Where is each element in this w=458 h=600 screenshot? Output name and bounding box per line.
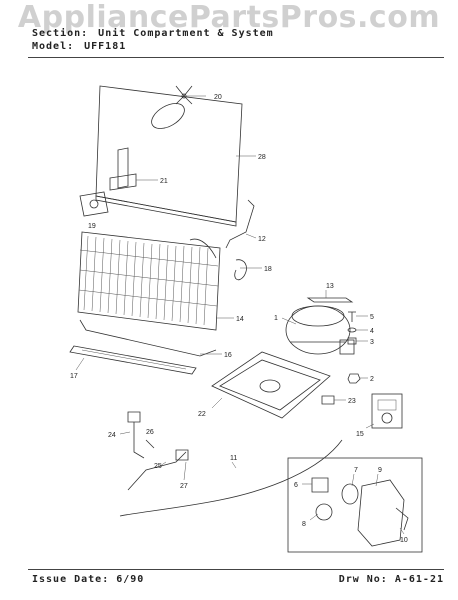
callout-15: 15 — [356, 431, 364, 438]
callout-5: 5 — [370, 314, 374, 321]
callout-1: 1 — [274, 315, 278, 322]
callout-27: 27 — [180, 483, 188, 490]
callout-20: 20 — [214, 94, 222, 101]
pan-bracket — [321, 395, 335, 405]
model-label: Model: — [32, 41, 75, 52]
mounting-hardware — [347, 311, 357, 345]
issue-date: Issue Date: 6/90 — [32, 574, 145, 585]
wiring-harness — [189, 238, 247, 281]
cord-set — [127, 449, 189, 491]
header-rule — [28, 57, 444, 58]
footer-rule — [28, 569, 444, 570]
callout-3: 3 — [370, 339, 374, 346]
callout-8: 8 — [302, 521, 306, 528]
callout-11: 11 — [230, 455, 237, 462]
compressor — [285, 305, 355, 355]
defrost-timer-inset — [287, 457, 423, 553]
drain-tube — [225, 199, 255, 249]
callout-10: 10 — [400, 537, 408, 544]
section-header: Section: Unit Compartment & System — [32, 28, 274, 39]
watermark: AppliancePartsPros.com — [17, 0, 441, 35]
terminal-block — [127, 411, 155, 459]
callout-6: 6 — [294, 482, 298, 489]
fan-motor — [79, 191, 109, 217]
leader-lines — [75, 95, 405, 535]
callout-28: 28 — [258, 154, 266, 161]
drain-pan — [211, 351, 331, 419]
callout-17: 17 — [70, 373, 78, 380]
model-value: UFF181 — [84, 41, 127, 52]
model-header: Model: UFF181 — [32, 41, 126, 52]
section-value: Unit Compartment & System — [98, 28, 274, 39]
section-label: Section: — [32, 28, 89, 39]
callout-9: 9 — [378, 467, 382, 474]
fan-blade — [175, 85, 193, 105]
callout-16: 16 — [224, 352, 232, 359]
callout-22: 22 — [198, 411, 206, 418]
callout-7: 7 — [354, 467, 358, 474]
drawing-number: Drw No: A-61-21 — [338, 574, 444, 585]
callout-18: 18 — [264, 266, 272, 273]
callout-25: 25 — [154, 463, 162, 470]
condenser-coil — [77, 231, 221, 331]
mounting-nut — [347, 373, 361, 384]
callout-21: 21 — [160, 178, 168, 185]
condenser-tube — [79, 319, 217, 357]
relay-assembly — [371, 393, 403, 429]
callout-19: 19 — [88, 223, 96, 230]
callout-24: 24 — [108, 432, 116, 439]
callout-23: 23 — [348, 398, 356, 405]
callout-14: 14 — [236, 316, 244, 323]
back-panel — [95, 85, 243, 227]
callout-13: 13 — [326, 283, 334, 290]
callout-2: 2 — [370, 376, 374, 383]
insulation-pad — [306, 297, 354, 303]
mounting-rail — [69, 345, 197, 375]
callout-26: 26 — [146, 429, 154, 436]
callout-12: 12 — [258, 236, 266, 243]
callout-4: 4 — [370, 328, 374, 335]
power-cord — [119, 439, 343, 517]
